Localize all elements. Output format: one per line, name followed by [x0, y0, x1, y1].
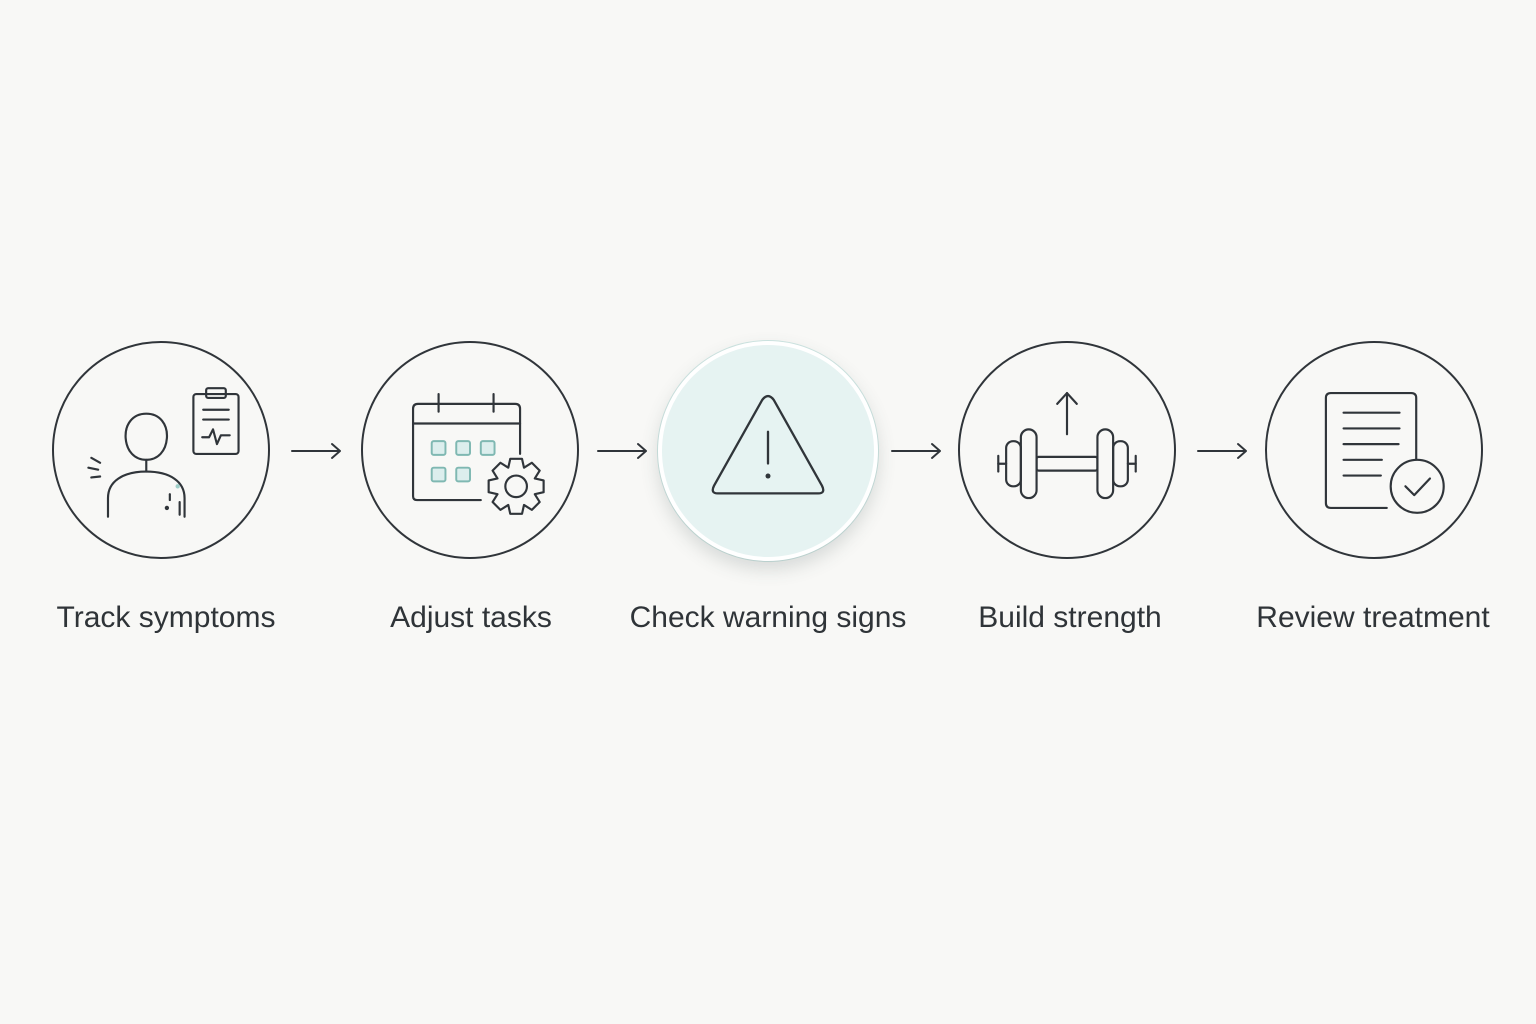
step-label-review-treatment: Review treatment [1256, 601, 1490, 634]
step-track-symptoms [52, 341, 270, 559]
document-check-icon [1324, 391, 1445, 514]
step-label-check-warning-signs: Check warning signs [629, 601, 907, 634]
flow-arrow-4 [1196, 441, 1250, 461]
arrow-right-icon [291, 443, 341, 459]
step-adjust-tasks [361, 341, 579, 559]
arrow-right-icon [1197, 443, 1247, 459]
arrow-right-icon [891, 443, 941, 459]
step-label-track-symptoms: Track symptoms [56, 601, 276, 634]
arrow-right-icon [597, 443, 647, 459]
dumbbell-icon [997, 391, 1137, 500]
symptom-tracking-icon [87, 387, 240, 518]
step-label-adjust-tasks: Adjust tasks [390, 601, 552, 634]
calendar-settings-icon [411, 392, 545, 515]
flow-arrow-1 [290, 441, 344, 461]
flow-arrow-3 [890, 441, 944, 461]
warning-icon [711, 394, 825, 495]
flow-arrow-2 [596, 441, 650, 461]
step-check-warning-signs [658, 341, 878, 561]
step-build-strength [958, 341, 1176, 559]
step-label-build-strength: Build strength [978, 601, 1162, 634]
step-review-treatment [1265, 341, 1483, 559]
